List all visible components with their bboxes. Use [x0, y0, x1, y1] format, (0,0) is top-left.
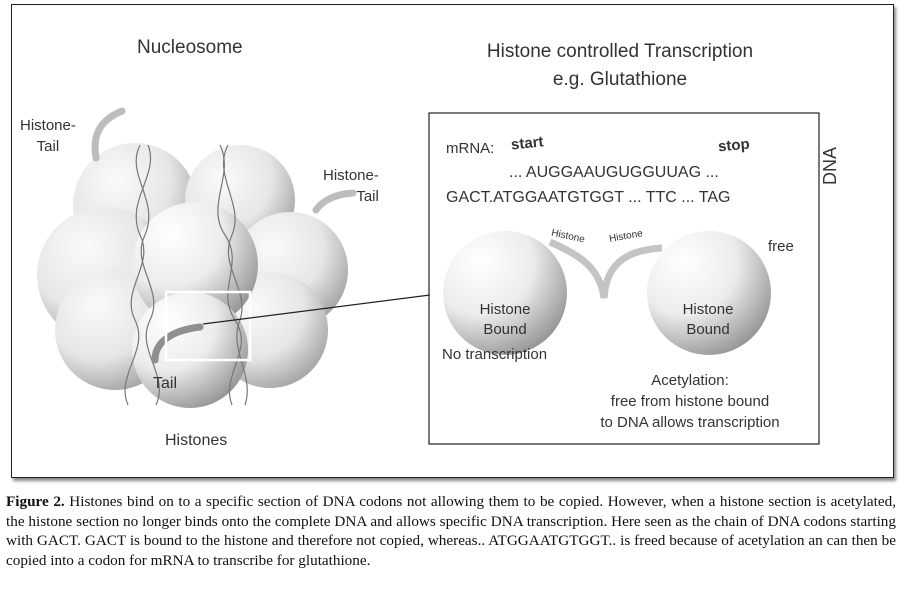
acetylation-text: Acetylation: free from histone bound to … [570, 370, 810, 433]
histone-tail-right-shape [312, 189, 357, 214]
histone-tail-label-left: Histone- Tail [20, 115, 76, 157]
start-label: start [510, 133, 545, 154]
histone-tail-label-left-line1: Histone- [20, 117, 76, 134]
mrna-sequence: ... AUGGAAUGUGGUUAG ... [509, 164, 719, 181]
histone-bound-right-line1: Histone [682, 301, 734, 318]
figure-caption-label: Figure 2. [6, 493, 65, 510]
stop-label: stop [717, 135, 751, 156]
inset-tail-shape [548, 238, 663, 299]
nucleosome-title: Nucleosome [137, 37, 243, 58]
connector-line [202, 294, 431, 325]
histone-tail-left-shape [91, 107, 126, 162]
histone-sphere [132, 292, 248, 408]
nucleosome-spheres [37, 143, 348, 408]
histone-tail-label-right-line2: Tail [356, 188, 379, 205]
tail-label: Tail [153, 375, 178, 392]
tail-shape [151, 323, 204, 364]
transcription-title-line2: e.g. Glutathione [552, 69, 688, 90]
dna-sequence: GACT.ATGGAATGTGGT ... TTC ... TAG [446, 189, 731, 206]
dna-helix-right [217, 144, 248, 406]
histone-bound-label-left: Histone Bound [455, 300, 555, 340]
histone-bound-left-line1: Histone [479, 301, 531, 318]
histone-bound-left-line2: Bound [483, 321, 527, 338]
histone-bound-sphere-right [647, 231, 771, 355]
histone-tail-label-right: Histone- Tail [323, 165, 379, 207]
no-transcription-label: No transcription [442, 346, 548, 363]
transcription-title: Histone controlled Transcription e.g. Gl… [450, 38, 790, 94]
histone-tail-label-right-line1: Histone- [323, 167, 379, 184]
acetylation-line2: free from histone bound [610, 393, 770, 410]
acetylation-line1: Acetylation: [651, 372, 729, 389]
free-label: free [768, 238, 794, 255]
transcription-title-line1: Histone controlled Transcription [486, 41, 754, 62]
zoom-highlight-box [164, 290, 252, 362]
figure-caption-text: Histones bind on to a specific section o… [6, 493, 897, 569]
mrna-label: mRNA: [446, 140, 495, 157]
transcription-inset-box [428, 112, 820, 445]
histone-tail-label-left-line2: Tail [36, 138, 60, 155]
histone-sphere [132, 202, 258, 328]
dna-vertical-label: DNA [820, 146, 840, 185]
figure-caption: Figure 2. Histones bind on to a specific… [6, 492, 896, 570]
histone-bound-sphere-left [443, 231, 567, 355]
histones-label: Histones [165, 432, 228, 449]
histone-bound-right-line2: Bound [686, 321, 730, 338]
histone-bound-label-right: Histone Bound [658, 300, 758, 340]
acetylation-line3: to DNA allows transcription [600, 414, 780, 431]
